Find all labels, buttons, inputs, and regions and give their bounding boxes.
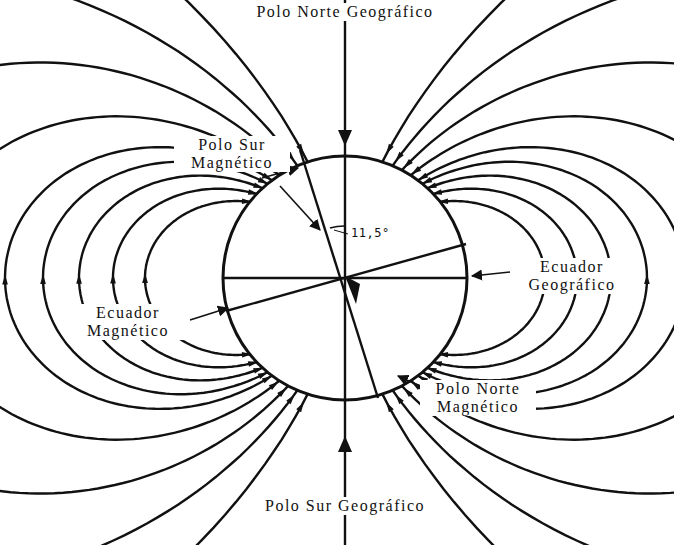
field-arrowhead	[262, 376, 272, 383]
equator-label: Ecuador Magnético	[67, 304, 189, 340]
field-arrowhead	[296, 402, 304, 412]
axis-arrow	[338, 436, 352, 452]
magnetic-equator	[226, 244, 466, 311]
field-arrowhead	[411, 166, 421, 174]
equator-label: Ecuador Geográfico	[511, 258, 633, 294]
leader-arrow	[190, 308, 228, 320]
field-arrowhead	[395, 152, 404, 162]
magnetic-pole-label: Polo Sur Magnético	[174, 136, 290, 172]
field-arrowhead	[286, 395, 295, 405]
axis-arrow	[338, 130, 352, 146]
field-arrowhead	[142, 273, 148, 283]
field-arrowhead	[269, 382, 279, 390]
magnetic-pole-label: Polo Norte Magnético	[420, 380, 536, 416]
field-arrowhead	[110, 273, 116, 283]
field-arrowhead	[2, 274, 8, 284]
leader-arrow	[398, 376, 420, 386]
field-arrowhead	[40, 274, 46, 284]
field-arrowhead	[404, 159, 413, 168]
field-arrowhead	[277, 388, 286, 397]
field-arrowhead	[395, 395, 404, 405]
field-arrowhead	[76, 274, 82, 284]
angle-leader	[334, 230, 348, 234]
leader-arrow	[472, 272, 510, 276]
angle-label: 11,5°	[350, 226, 391, 240]
field-arrowheads	[2, 144, 650, 412]
geographic-pole-label: Polo Sur Geográfico	[263, 497, 427, 515]
field-arrowhead	[386, 144, 394, 154]
field-arrowhead	[404, 388, 413, 397]
angle-arc	[330, 226, 345, 228]
geographic-pole-label: Polo Norte Geográfico	[254, 3, 435, 21]
field-arrowhead	[386, 402, 394, 412]
magnetic-axis-arrow	[345, 276, 360, 304]
leader-arrow	[280, 186, 320, 230]
geographic-axis	[344, 0, 346, 545]
field-arrowhead	[418, 173, 428, 180]
field-arrowhead	[644, 274, 650, 284]
magnetic-axis	[300, 150, 378, 398]
